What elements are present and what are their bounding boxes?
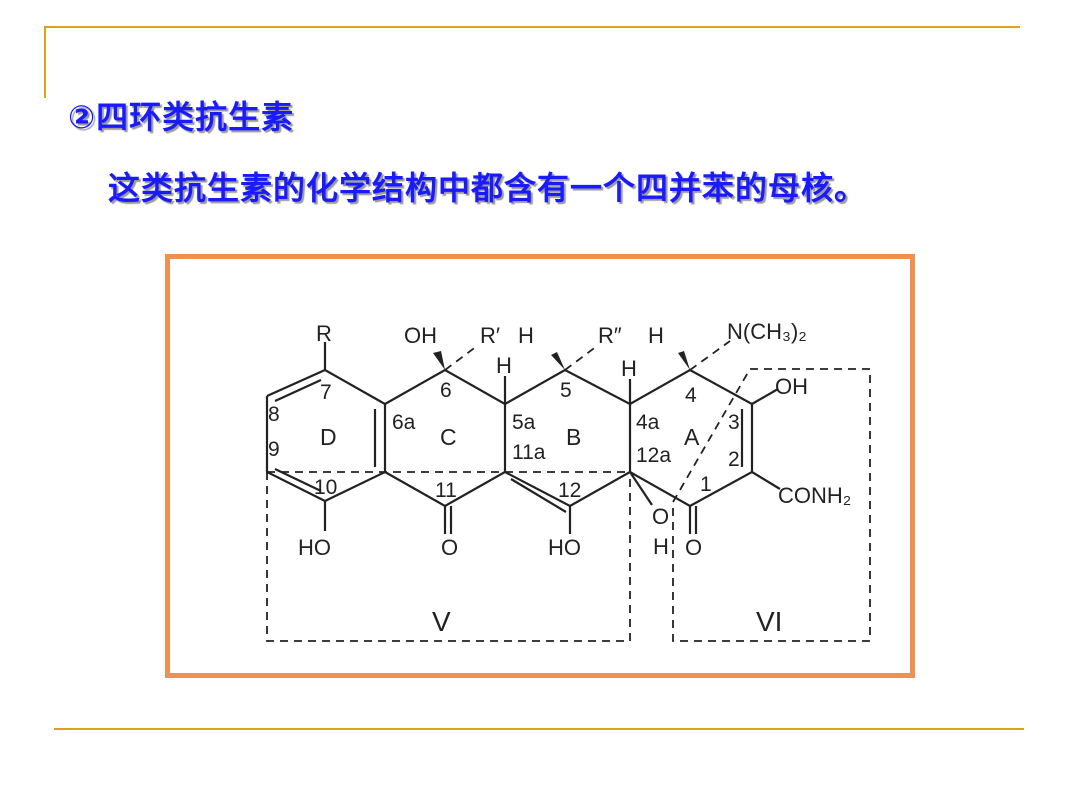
position-3: 3 (728, 411, 740, 434)
label-O-12a: O (652, 504, 669, 529)
region-VI: VI (756, 606, 782, 637)
position-11: 11 (435, 479, 457, 502)
position-8: 8 (268, 403, 280, 426)
label-OH-top: OH (404, 323, 437, 348)
top-rule (44, 26, 1020, 28)
position-9: 9 (268, 438, 280, 461)
position-5a: 5a (512, 411, 536, 434)
position-10: 10 (314, 476, 337, 499)
ring-D: D (320, 424, 337, 450)
label-CONH2: CONH₂ (778, 483, 851, 508)
left-rule (44, 26, 46, 98)
position-6a: 6a (392, 411, 416, 434)
label-R-double-prime: R″ (598, 323, 622, 348)
position-6: 6 (440, 379, 452, 402)
ring-B: B (566, 424, 581, 450)
label-HO-10: HO (298, 535, 331, 560)
slide-description: 这类抗生素的化学结构中都含有一个四并苯的母核。 (108, 169, 868, 207)
label-H-top2: H (648, 323, 664, 348)
position-2: 2 (728, 448, 740, 471)
label-O-11: O (441, 535, 458, 560)
position-12a: 12a (636, 444, 671, 467)
region-V: V (432, 606, 451, 637)
ring-C: C (440, 424, 457, 450)
position-4a: 4a (636, 411, 660, 434)
structure-figure-frame: R OH R′ H R″ H N(CH₃)₂ H H OH CONH₂ HO O… (165, 254, 915, 678)
slide-heading: ②四环类抗生素 (68, 98, 295, 136)
label-O-1: O (685, 535, 702, 560)
position-7: 7 (320, 381, 332, 404)
position-1: 1 (700, 473, 712, 496)
position-5: 5 (560, 379, 572, 402)
position-4: 4 (685, 384, 697, 407)
label-R-prime: R′ (480, 323, 500, 348)
bottom-rule (54, 728, 1024, 730)
label-H-top1: H (518, 323, 534, 348)
ring-A: A (684, 424, 700, 450)
label-HO-12: HO (548, 535, 581, 560)
position-11a: 11a (512, 441, 546, 464)
tetracycline-structure-diagram: R OH R′ H R″ H N(CH₃)₂ H H OH CONH₂ HO O… (265, 319, 871, 642)
position-12: 12 (558, 479, 581, 502)
label-OH-3: OH (775, 374, 808, 399)
label-H-5a: H (496, 353, 512, 378)
label-NMe2: N(CH₃)₂ (727, 319, 807, 344)
label-H-4a: H (621, 356, 637, 381)
label-R: R (316, 321, 332, 346)
label-H-12a: H (653, 534, 669, 559)
